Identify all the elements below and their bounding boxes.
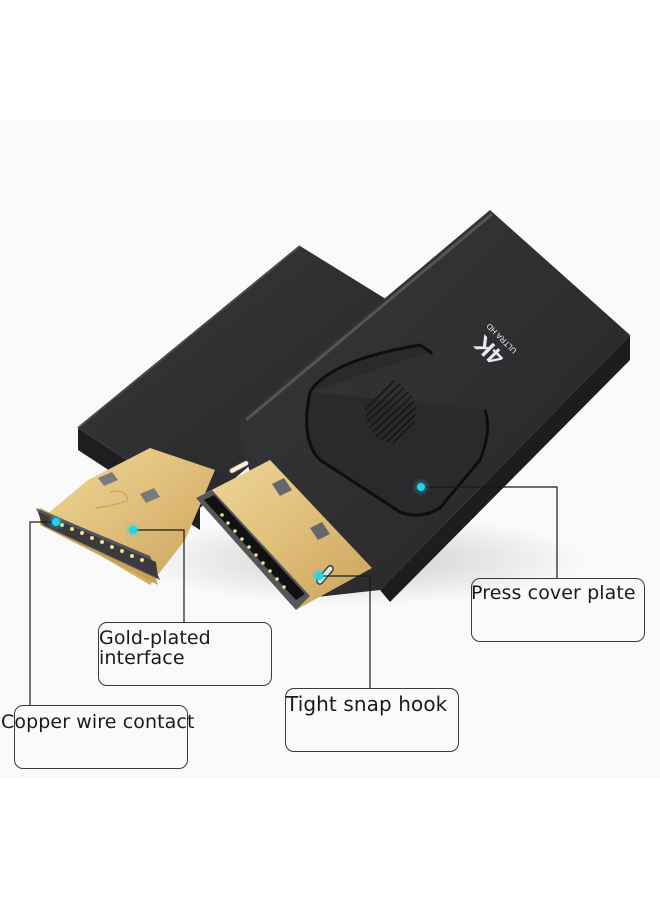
marker-dot-snap-hook (315, 572, 323, 580)
marker-dot-press-cover (417, 483, 425, 491)
callout-label-press-cover: Press cover plate (471, 582, 636, 604)
callout-box-press-cover (471, 578, 645, 642)
grille-pattern (364, 379, 417, 444)
front-gold-plug (196, 459, 372, 610)
callout-label-gold-plated-line2: interface (99, 647, 185, 669)
callout-box-snap-hook (285, 688, 459, 752)
front-adapter-body (240, 210, 630, 602)
callout-box-gold-plated (98, 622, 272, 686)
callout-box-copper (14, 705, 188, 769)
snap-hook-top (228, 459, 250, 475)
callout-line-gold-plated (133, 529, 185, 622)
marker-dot-gold-plated (129, 526, 137, 534)
callout-line-snap-hook (319, 575, 371, 688)
callout-label-gold-plated-line1: Gold-plated (99, 627, 211, 649)
callout-line-press-cover (421, 486, 558, 578)
callout-label-snap-hook: Tight snap hook (286, 692, 448, 716)
left-gold-plug (36, 448, 215, 585)
callout-label-copper: Copper wire contact (1, 711, 195, 733)
callout-markers (47, 478, 430, 585)
press-cover-plate (305, 343, 490, 517)
marker-dot-copper (52, 518, 60, 526)
callout-line-copper (29, 521, 56, 705)
